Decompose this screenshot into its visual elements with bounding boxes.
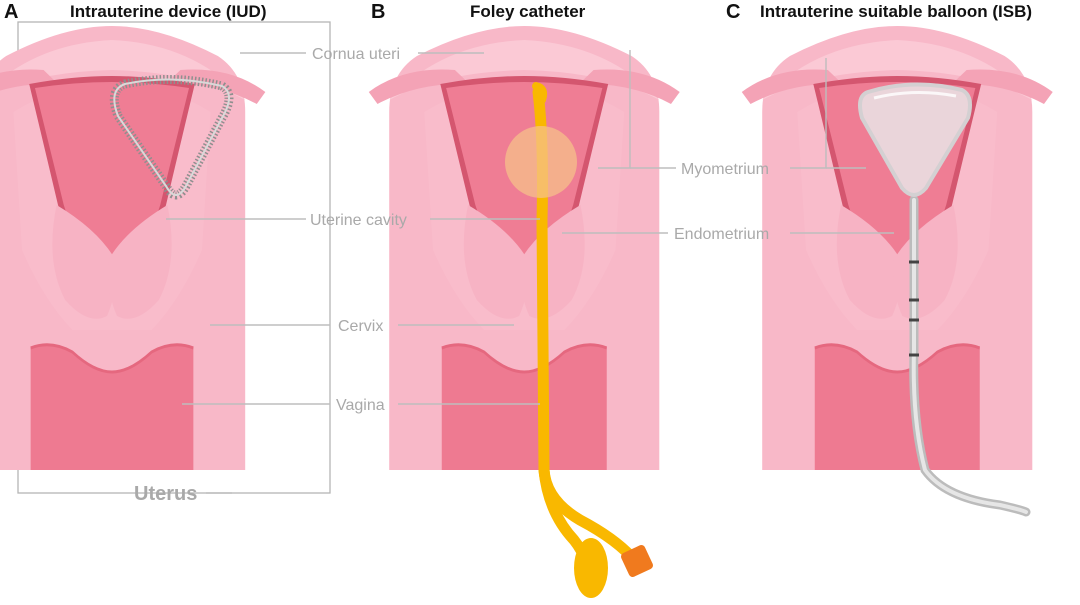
foley-drain-bulb	[574, 538, 608, 598]
label-endometrium: Endometrium	[674, 226, 769, 243]
isb-tube-highlight	[911, 198, 1028, 514]
label-vagina: Vagina	[336, 397, 385, 414]
isb-balloon-sheen	[873, 90, 957, 100]
isb-depth-marks	[909, 260, 919, 357]
anatomy-labels: Cornua uteri Myometrium Uterine cavity E…	[134, 46, 769, 505]
panel-title-c: Intrauterine suitable balloon (ISB)	[760, 2, 1032, 21]
foley-tip	[532, 82, 548, 104]
label-uterus: Uterus	[134, 483, 197, 505]
panel-letter-a: A	[4, 1, 18, 23]
label-myometrium: Myometrium	[681, 161, 769, 178]
panel-a: A Intrauterine device (IUD)	[0, 1, 331, 494]
panel-b: B Foley catheter	[367, 1, 682, 598]
foley-balloon	[505, 126, 577, 198]
foley-valve	[621, 545, 653, 577]
label-cornua-uteri: Cornua uteri	[312, 46, 400, 63]
label-uterine-cavity: Uterine cavity	[310, 212, 407, 229]
panel-title-a: Intrauterine device (IUD)	[70, 2, 267, 21]
panel-letter-b: B	[371, 1, 385, 23]
panel-title-b: Foley catheter	[470, 2, 586, 21]
leader-lines	[166, 50, 894, 494]
panel-letter-c: C	[726, 1, 740, 23]
panel-c: C Intrauterine suitable balloon (ISB)	[726, 1, 1055, 517]
iud-coil-highlight	[113, 78, 230, 196]
label-cervix: Cervix	[338, 318, 383, 335]
isb-balloon-icon	[858, 82, 972, 197]
